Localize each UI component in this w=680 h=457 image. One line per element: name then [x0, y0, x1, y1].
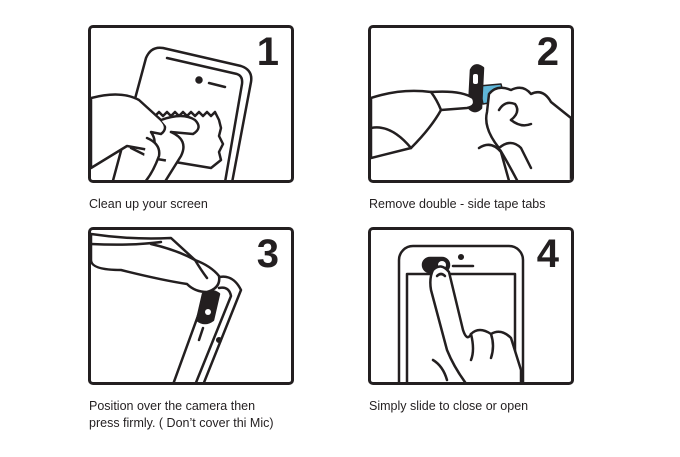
step-2-caption-line-1: Remove double - side tape tabs [369, 197, 546, 211]
step-2-panel: 2 [368, 25, 574, 183]
step-4-caption-line-1: Simply slide to close or open [369, 399, 529, 413]
step-4-panel: 4 [368, 227, 574, 385]
step-number-1: 1 [256, 30, 279, 74]
step-3-caption-line-1: Position over the camera then [89, 399, 256, 413]
slide-cover-illustration [397, 244, 525, 382]
placing-cover-illustration [91, 232, 243, 382]
wiping-screen-cloth-illustration [91, 46, 253, 180]
step-2-caption: Remove double - side tape tabs [369, 196, 546, 213]
step-4-caption: Simply slide to close or open [369, 398, 528, 415]
step-number-4: 4 [536, 232, 559, 276]
step-3-panel: 3 [88, 227, 294, 385]
step-number-3: 3 [256, 232, 279, 276]
peeling-tape-illustration [371, 64, 571, 180]
step-1-panel: 1 [88, 25, 294, 183]
step-3-caption: Position over the camera then press firm… [89, 398, 274, 432]
step-1-caption: Clean up your screen [89, 196, 208, 213]
step-3-caption-line-2: press firmly. ( Don’t cover thi Mic) [89, 416, 274, 430]
step-1-caption-line-1: Clean up your screen [89, 197, 208, 211]
step-number-2: 2 [536, 30, 559, 74]
